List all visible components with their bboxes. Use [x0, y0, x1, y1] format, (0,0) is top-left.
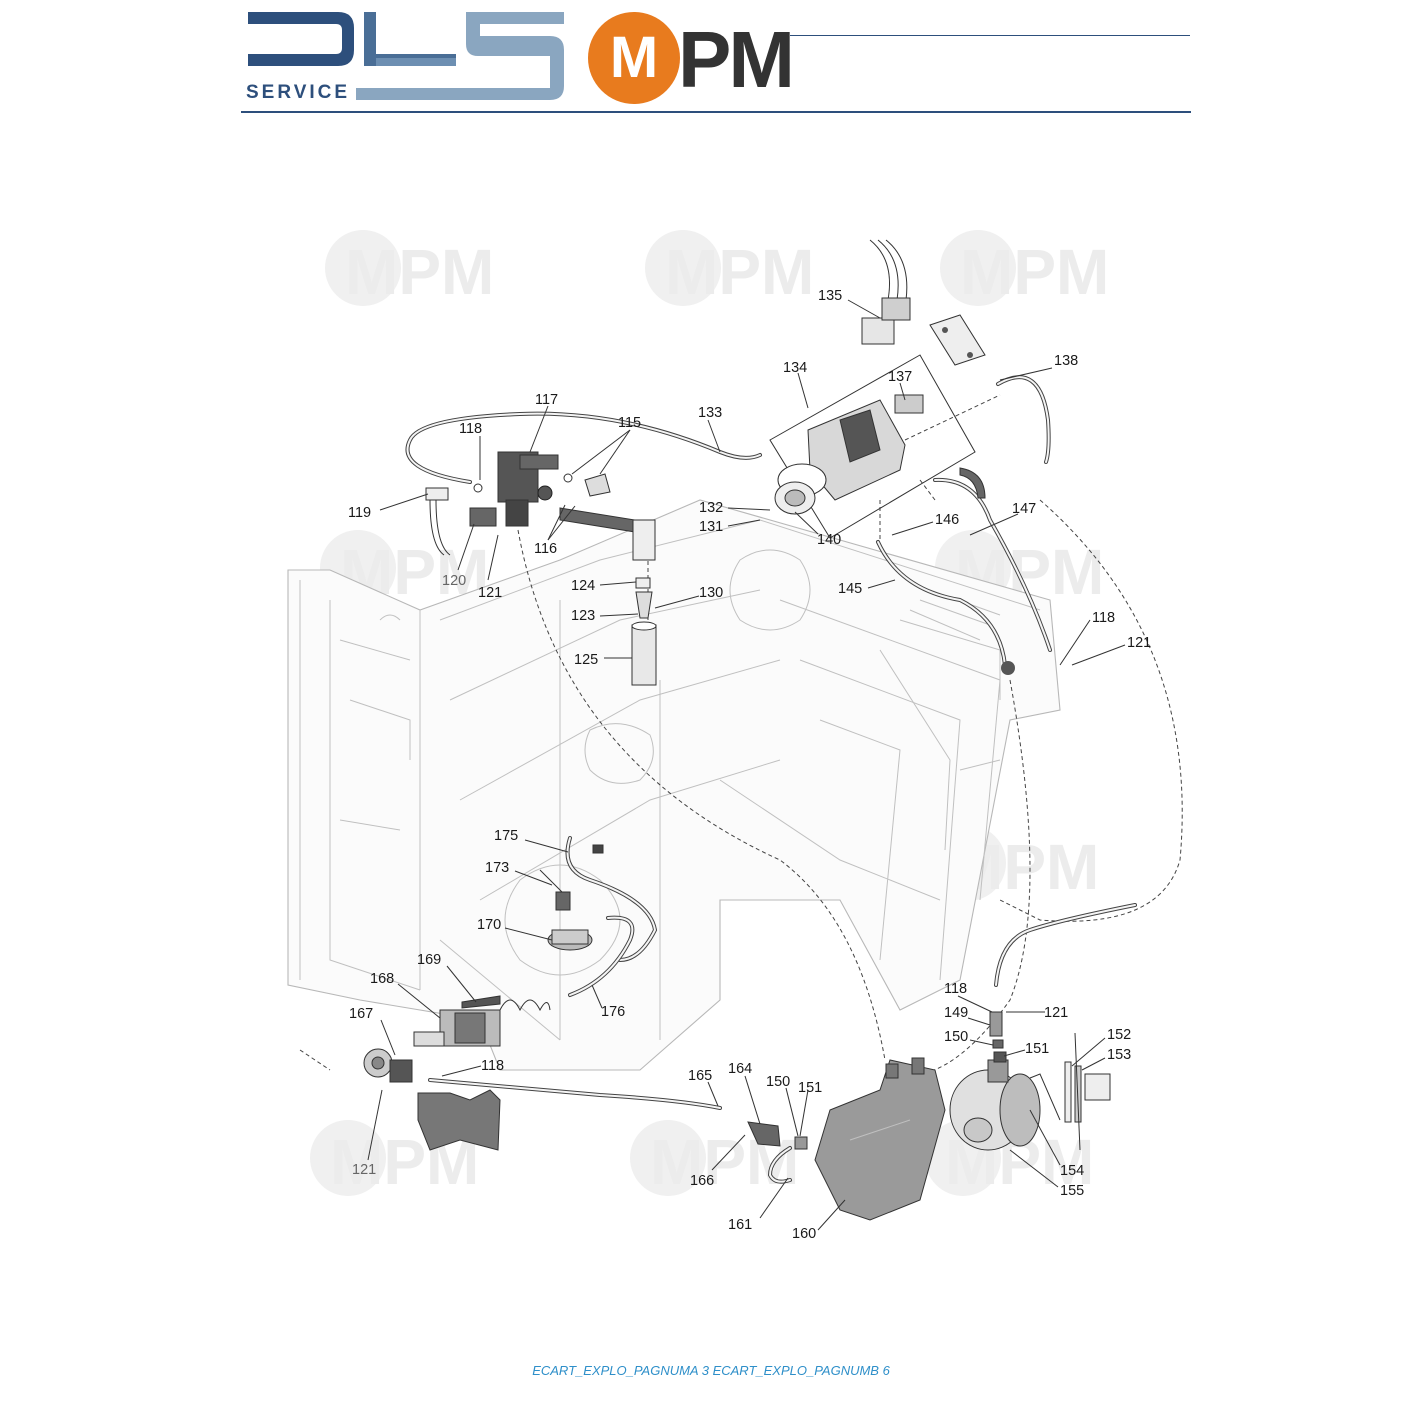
callout: 161 — [728, 1217, 752, 1233]
callout: 160 — [792, 1226, 816, 1242]
callout: 118 — [481, 1058, 504, 1074]
callout: 119 — [348, 505, 371, 521]
callout: 121 — [1127, 635, 1151, 651]
callout: 153 — [1107, 1047, 1131, 1063]
callout: 133 — [698, 405, 722, 421]
part-170-sensor — [539, 844, 604, 951]
part-154-wires — [1029, 1073, 1061, 1121]
callout: 118 — [1092, 610, 1115, 626]
callout: 117 — [535, 392, 558, 408]
dls-logo — [248, 12, 680, 104]
part-117-valve — [473, 451, 611, 527]
callout: 173 — [485, 860, 509, 876]
callout: 151 — [798, 1080, 822, 1096]
callout: 169 — [417, 952, 441, 968]
watermark: MPM — [925, 1120, 1094, 1198]
callout: 166 — [690, 1173, 714, 1189]
part-bracket-lower — [417, 1089, 501, 1151]
callout: 125 — [574, 652, 598, 668]
mpm-orange-circle — [588, 12, 680, 104]
watermark-text: MPM — [665, 236, 814, 308]
mpm-m-letter: M — [609, 25, 659, 90]
part-119-switch — [425, 487, 497, 556]
header-rule-bottom — [241, 111, 1191, 113]
machine-chassis — [287, 499, 1061, 1071]
callout: 138 — [1054, 353, 1078, 369]
callout: 150 — [766, 1074, 790, 1090]
callout: 120 — [442, 573, 466, 589]
callout: 154 — [1060, 1163, 1084, 1179]
part-160-tank — [814, 1057, 946, 1221]
footer-page-reference: ECART_EXPLO_PAGNUMA 3 ECART_EXPLO_PAGNUM… — [532, 1363, 890, 1378]
callout: 121 — [352, 1162, 376, 1178]
callout: 149 — [944, 1005, 968, 1021]
part-134-brew-unit — [769, 354, 976, 539]
callout: 132 — [699, 500, 723, 516]
callout: 121 — [1044, 1005, 1068, 1021]
callout: 145 — [838, 581, 862, 597]
callout: 175 — [494, 828, 518, 844]
watermark: MPM — [310, 1120, 479, 1198]
callout: 140 — [817, 532, 841, 548]
tubes — [405, 375, 1137, 1184]
part-123-124-125 — [631, 577, 657, 686]
watermark: MPM — [325, 230, 494, 308]
callout: 121 — [478, 585, 502, 601]
callout: 118 — [944, 981, 967, 997]
callout: 151 — [1025, 1041, 1049, 1057]
callout: 170 — [477, 917, 501, 933]
part-145-clamp — [1001, 661, 1015, 675]
watermark: MPM — [645, 230, 814, 308]
part-bracket — [929, 314, 986, 366]
part-152-153 — [1064, 1032, 1111, 1151]
watermark-text: MPM — [960, 236, 1109, 308]
callout: 137 — [888, 369, 912, 385]
callout: 131 — [699, 519, 723, 535]
dls-service-label: SERVICE — [246, 82, 351, 103]
leader-lines — [367, 299, 1126, 1231]
callout: 123 — [571, 608, 595, 624]
callout: 147 — [1012, 501, 1036, 517]
part-164-connector — [747, 1121, 808, 1150]
callout: 155 — [1060, 1183, 1084, 1199]
callout: 150 — [944, 1029, 968, 1045]
header-logos: SERVICE M PM — [246, 8, 795, 108]
mpm-pm-letters: PM — [678, 15, 795, 104]
callout: 164 — [728, 1061, 752, 1077]
callout: 118 — [459, 421, 482, 437]
watermark: MPM — [940, 230, 1109, 308]
callout: 124 — [571, 578, 595, 594]
callout: 168 — [370, 971, 394, 987]
callout: 115 — [618, 415, 641, 431]
callout: 135 — [818, 288, 842, 304]
part-168-pump — [413, 995, 551, 1047]
callout: 130 — [699, 585, 723, 601]
callout: 176 — [601, 1004, 625, 1020]
callout: 146 — [935, 512, 959, 528]
callout: 116 — [534, 541, 557, 557]
header-rule-top — [790, 35, 1190, 36]
parts — [363, 239, 1111, 1221]
part-155-boiler — [949, 1059, 1041, 1151]
callout: 152 — [1107, 1027, 1131, 1043]
part-149-150-151 — [989, 1011, 1007, 1063]
callout: 134 — [783, 360, 807, 376]
callout-labels: 135 138 134 137 117 133 118 115 119 132 … — [348, 288, 1151, 1242]
callout: 167 — [349, 1006, 373, 1022]
part-135-connector — [861, 239, 911, 345]
callout: 165 — [688, 1068, 712, 1084]
watermark-text: MPM — [345, 236, 494, 308]
part-167-knob — [363, 1048, 413, 1083]
part-147-clip — [959, 467, 986, 499]
